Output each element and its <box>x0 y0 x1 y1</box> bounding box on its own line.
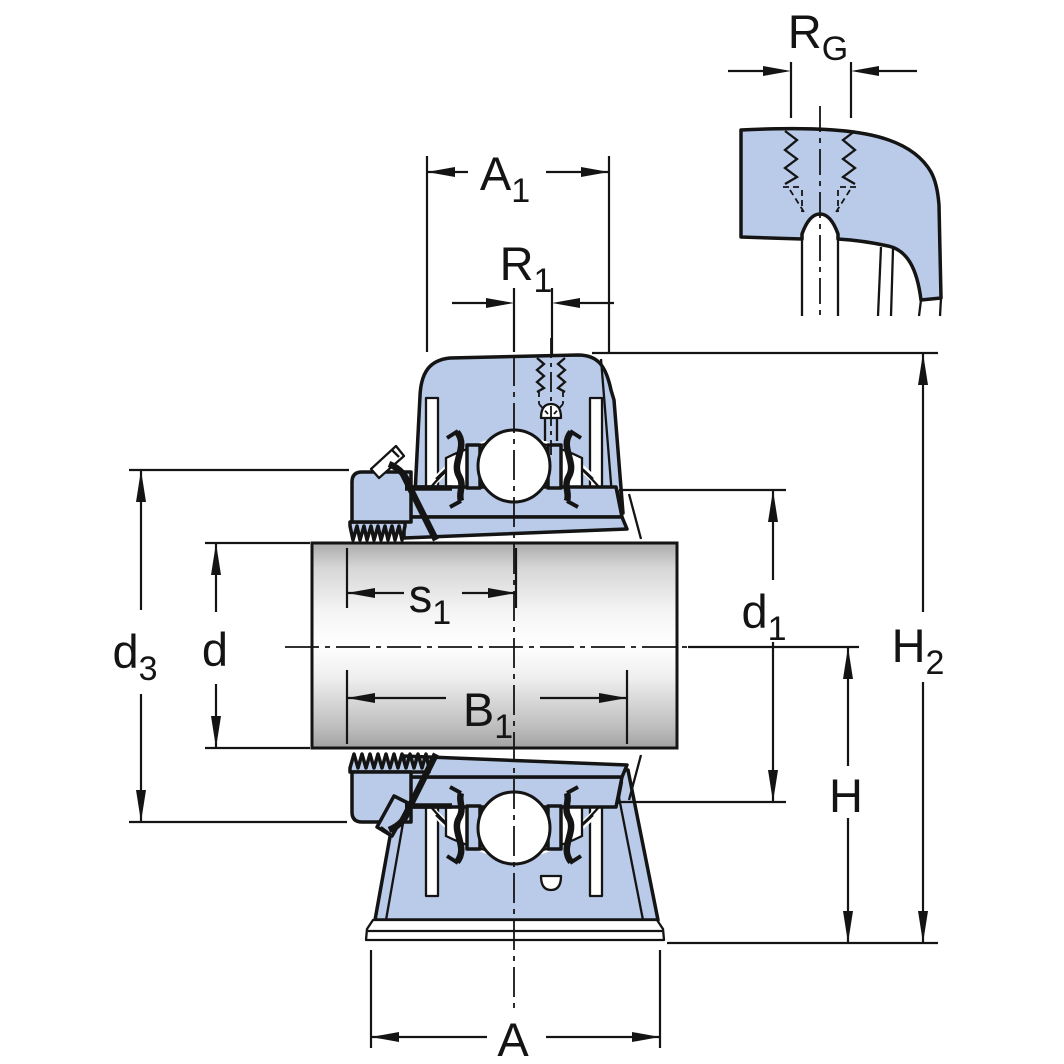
grease-detail-fragment <box>739 106 943 318</box>
label-RG: RG <box>788 5 848 68</box>
label-s1: s1 <box>409 569 451 632</box>
label-B1: B1 <box>463 683 513 746</box>
label-R1: R1 <box>500 237 553 300</box>
dimension-H: H <box>829 647 863 943</box>
shaft <box>310 541 679 750</box>
dimension-A: A <box>369 950 662 1064</box>
seal-right <box>563 429 583 509</box>
label-d3: d3 <box>112 625 157 688</box>
label-A1: A1 <box>480 147 530 210</box>
label-H: H <box>829 769 863 822</box>
dimension-d1: d1 <box>619 488 787 804</box>
label-A: A <box>497 1013 529 1064</box>
label-d1: d1 <box>741 585 786 648</box>
dimension-s1: s1 <box>345 548 518 632</box>
dimension-H2: H2 <box>592 351 945 945</box>
seal-left <box>445 429 465 509</box>
set-screw-lower <box>375 794 412 838</box>
dimension-d: d <box>202 541 310 750</box>
label-d: d <box>202 623 228 676</box>
dimension-B1: B1 <box>345 670 629 746</box>
dimension-A1: A1 <box>425 147 611 354</box>
dimension-RG: RG <box>728 5 917 118</box>
locking-collar-lower <box>348 752 452 838</box>
grease-thread-upper <box>535 357 567 441</box>
dimension-d3: d3 <box>112 468 349 824</box>
label-H2: H2 <box>892 619 945 682</box>
dimension-R1: R1 <box>452 237 614 356</box>
locking-collar-upper <box>348 444 452 542</box>
